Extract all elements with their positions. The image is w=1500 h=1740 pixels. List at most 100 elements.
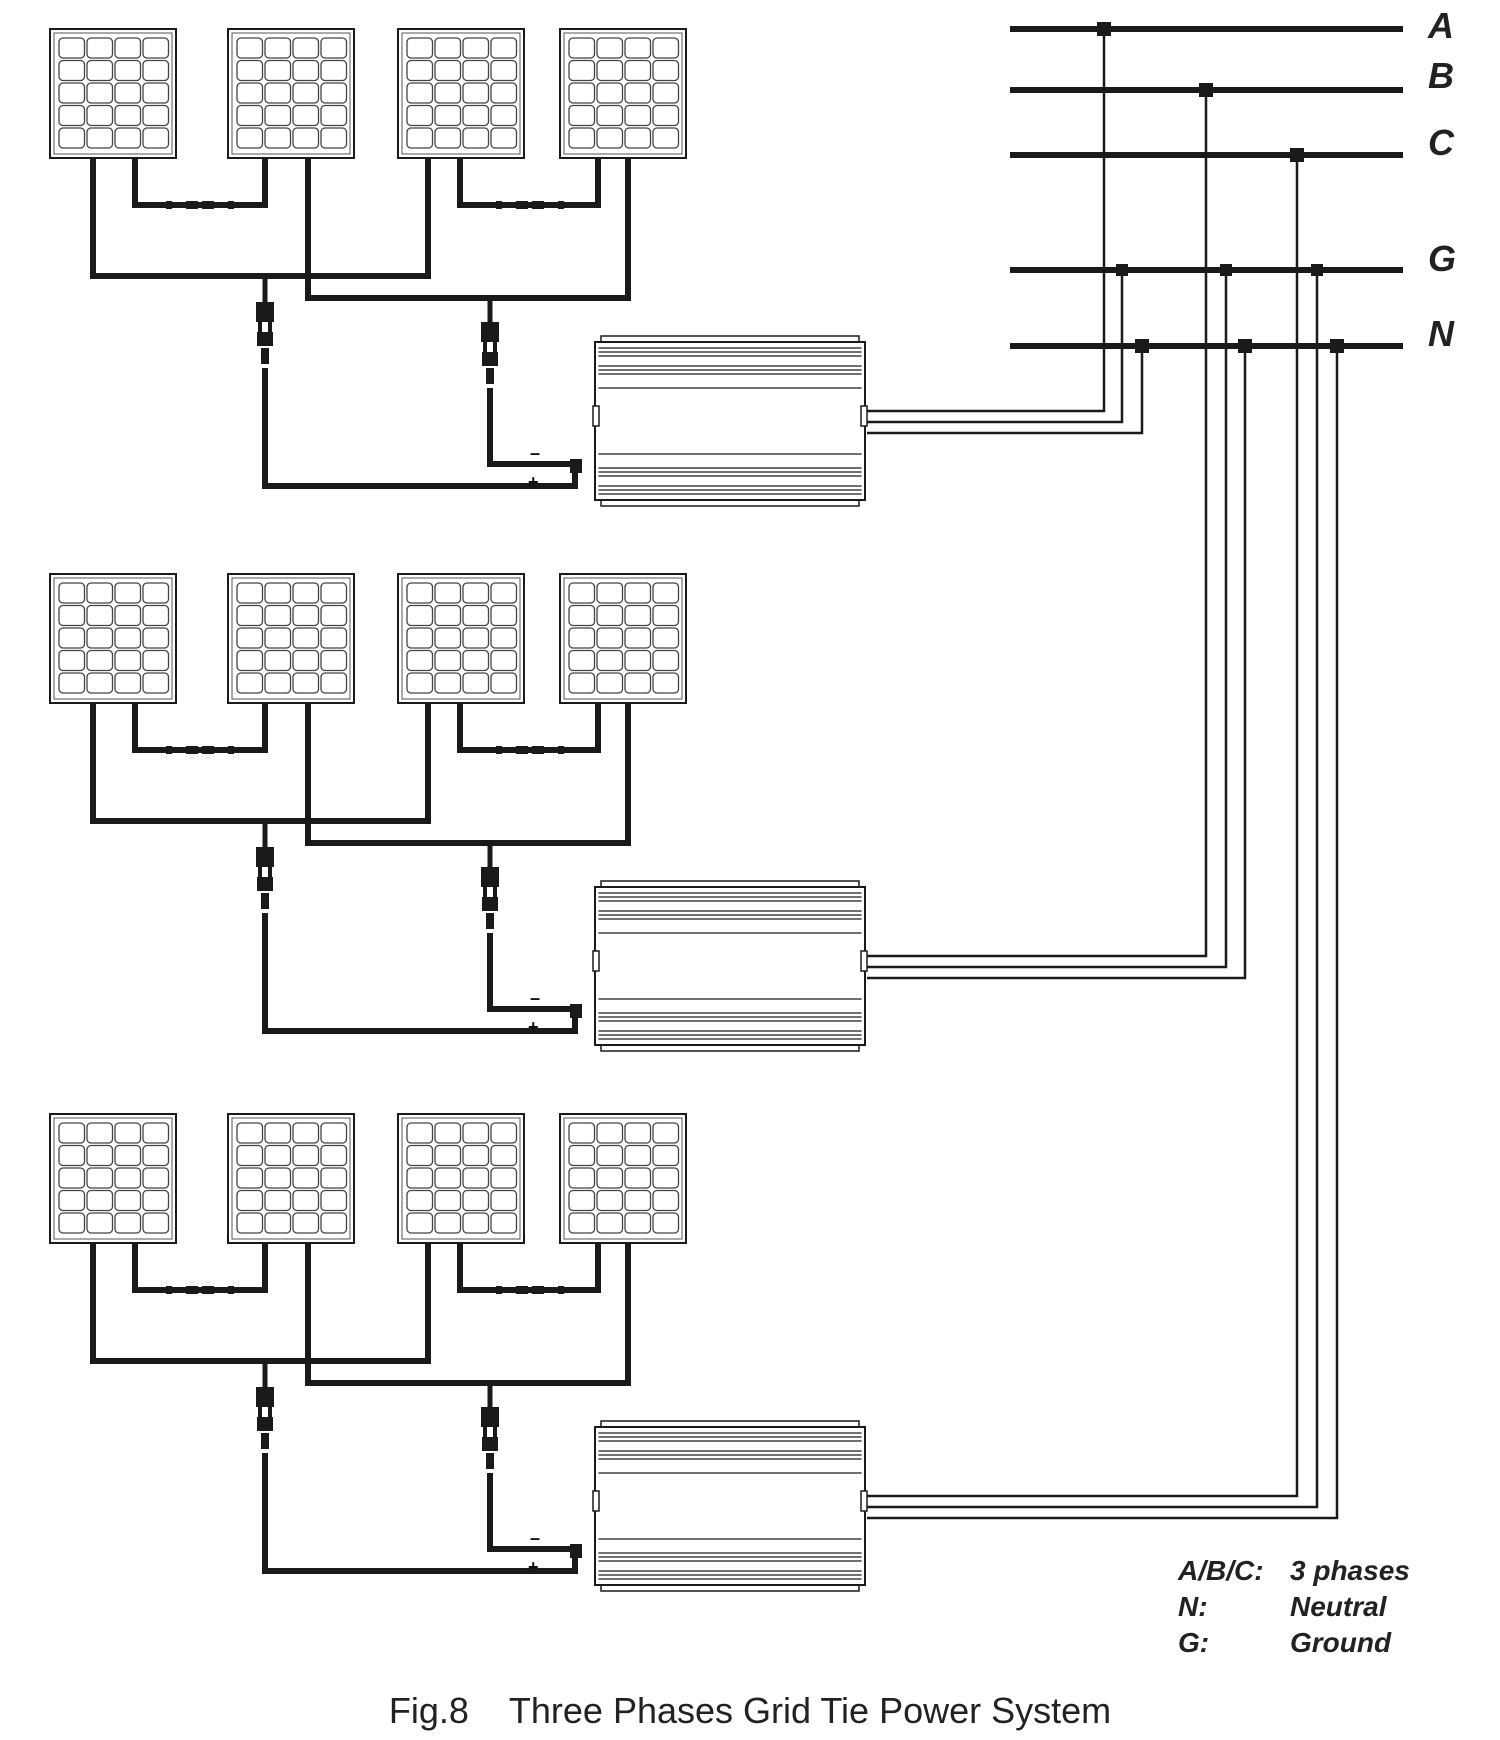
solar-cell <box>596 1167 624 1189</box>
solar-panel <box>49 28 177 159</box>
ac-phase-wire <box>867 155 1299 1498</box>
solar-cell <box>292 127 320 149</box>
solar-cell <box>434 1144 462 1167</box>
inverter-body <box>594 341 866 501</box>
inverter-ac-port <box>860 405 868 427</box>
solar-panel <box>49 1113 177 1244</box>
inverter <box>592 1420 868 1592</box>
series-wire <box>132 1243 268 1293</box>
solar-cell <box>624 627 652 649</box>
branch-lead <box>261 893 269 909</box>
branch-pin <box>258 1407 262 1417</box>
solar-cell <box>596 37 624 59</box>
solar-cell <box>142 1144 170 1167</box>
solar-cell <box>264 604 292 627</box>
solar-cell <box>264 627 292 649</box>
inverter-body <box>594 886 866 1046</box>
dc-positive-wire <box>262 1463 578 1574</box>
bus-junction <box>1311 264 1323 276</box>
solar-cell <box>236 649 264 672</box>
solar-cell <box>434 59 462 82</box>
inverter-ac-port <box>592 405 600 427</box>
solar-cell <box>58 104 86 127</box>
solar-cell <box>58 1212 86 1234</box>
solar-cell <box>652 1212 680 1234</box>
solar-cell <box>86 1122 114 1144</box>
solar-cell <box>568 1167 596 1189</box>
solar-cell <box>236 582 264 604</box>
solar-panel <box>49 573 177 704</box>
solar-panel <box>227 573 355 704</box>
connector-tab <box>496 1286 502 1294</box>
connector-tab <box>166 1286 172 1294</box>
solar-cell <box>114 1189 142 1212</box>
solar-cell <box>236 1212 264 1234</box>
solar-cell <box>236 127 264 149</box>
branch-lead <box>261 348 269 364</box>
branch-tip <box>262 368 268 378</box>
solar-cell <box>142 59 170 82</box>
bus-label-a: A <box>1428 5 1454 46</box>
solar-cell <box>406 37 434 59</box>
solar-cell <box>58 1167 86 1189</box>
parallel-wire <box>90 703 431 824</box>
solar-cell <box>596 627 624 649</box>
branch-connector <box>481 867 499 943</box>
bus-junction <box>1199 83 1213 97</box>
branch-connector <box>481 1407 499 1483</box>
polarity-positive-label: + <box>528 1557 539 1577</box>
connector-tab <box>496 746 502 754</box>
polarity-positive-label: + <box>528 1017 539 1037</box>
solar-cell <box>624 59 652 82</box>
inverter-ac-port <box>860 1490 868 1512</box>
solar-cell <box>434 1167 462 1189</box>
solar-cell <box>652 672 680 694</box>
solar-cell <box>292 604 320 627</box>
bus-junction <box>1330 339 1344 353</box>
solar-cell <box>596 672 624 694</box>
solar-cell <box>624 604 652 627</box>
series-connector <box>496 1286 564 1294</box>
solar-cell <box>624 127 652 149</box>
solar-cell <box>490 82 518 104</box>
solar-cell <box>462 104 490 127</box>
solar-cell <box>568 582 596 604</box>
connector-plug <box>516 201 528 209</box>
connector-tab <box>166 746 172 754</box>
branch-pin <box>493 342 497 352</box>
solar-cell <box>114 37 142 59</box>
solar-cell <box>236 627 264 649</box>
ac-neutral-wire <box>867 346 1247 980</box>
ac-ground-wire <box>867 270 1124 424</box>
solar-cell <box>568 59 596 82</box>
dc-negative-wire <box>487 1483 575 1552</box>
connector-joint <box>198 203 202 207</box>
branch-body <box>481 1407 499 1427</box>
series-connector <box>496 201 564 209</box>
solar-cell <box>320 1122 348 1144</box>
bus-junction <box>1097 22 1111 36</box>
legend-value: Ground <box>1290 1627 1392 1658</box>
solar-cell <box>596 59 624 82</box>
branch-pin <box>268 1407 272 1417</box>
connector-plug <box>186 1286 198 1294</box>
connector-tab <box>558 201 564 209</box>
series-wire <box>457 158 601 208</box>
solar-cell <box>434 1122 462 1144</box>
pv-subsystem-2: –+ <box>49 573 868 1052</box>
ac-wiring-3 <box>867 148 1344 1520</box>
solar-cell <box>406 1122 434 1144</box>
branch-tip <box>262 913 268 923</box>
solar-cell <box>292 1167 320 1189</box>
bus-label-b: B <box>1428 55 1454 96</box>
solar-cell <box>320 672 348 694</box>
solar-cell <box>236 82 264 104</box>
ac-neutral-wire <box>867 346 1144 435</box>
parallel-wire <box>305 1243 631 1386</box>
solar-cell <box>462 582 490 604</box>
solar-cell <box>292 59 320 82</box>
parallel-wire <box>305 158 631 301</box>
solar-cell <box>406 1189 434 1212</box>
solar-cell <box>236 1167 264 1189</box>
